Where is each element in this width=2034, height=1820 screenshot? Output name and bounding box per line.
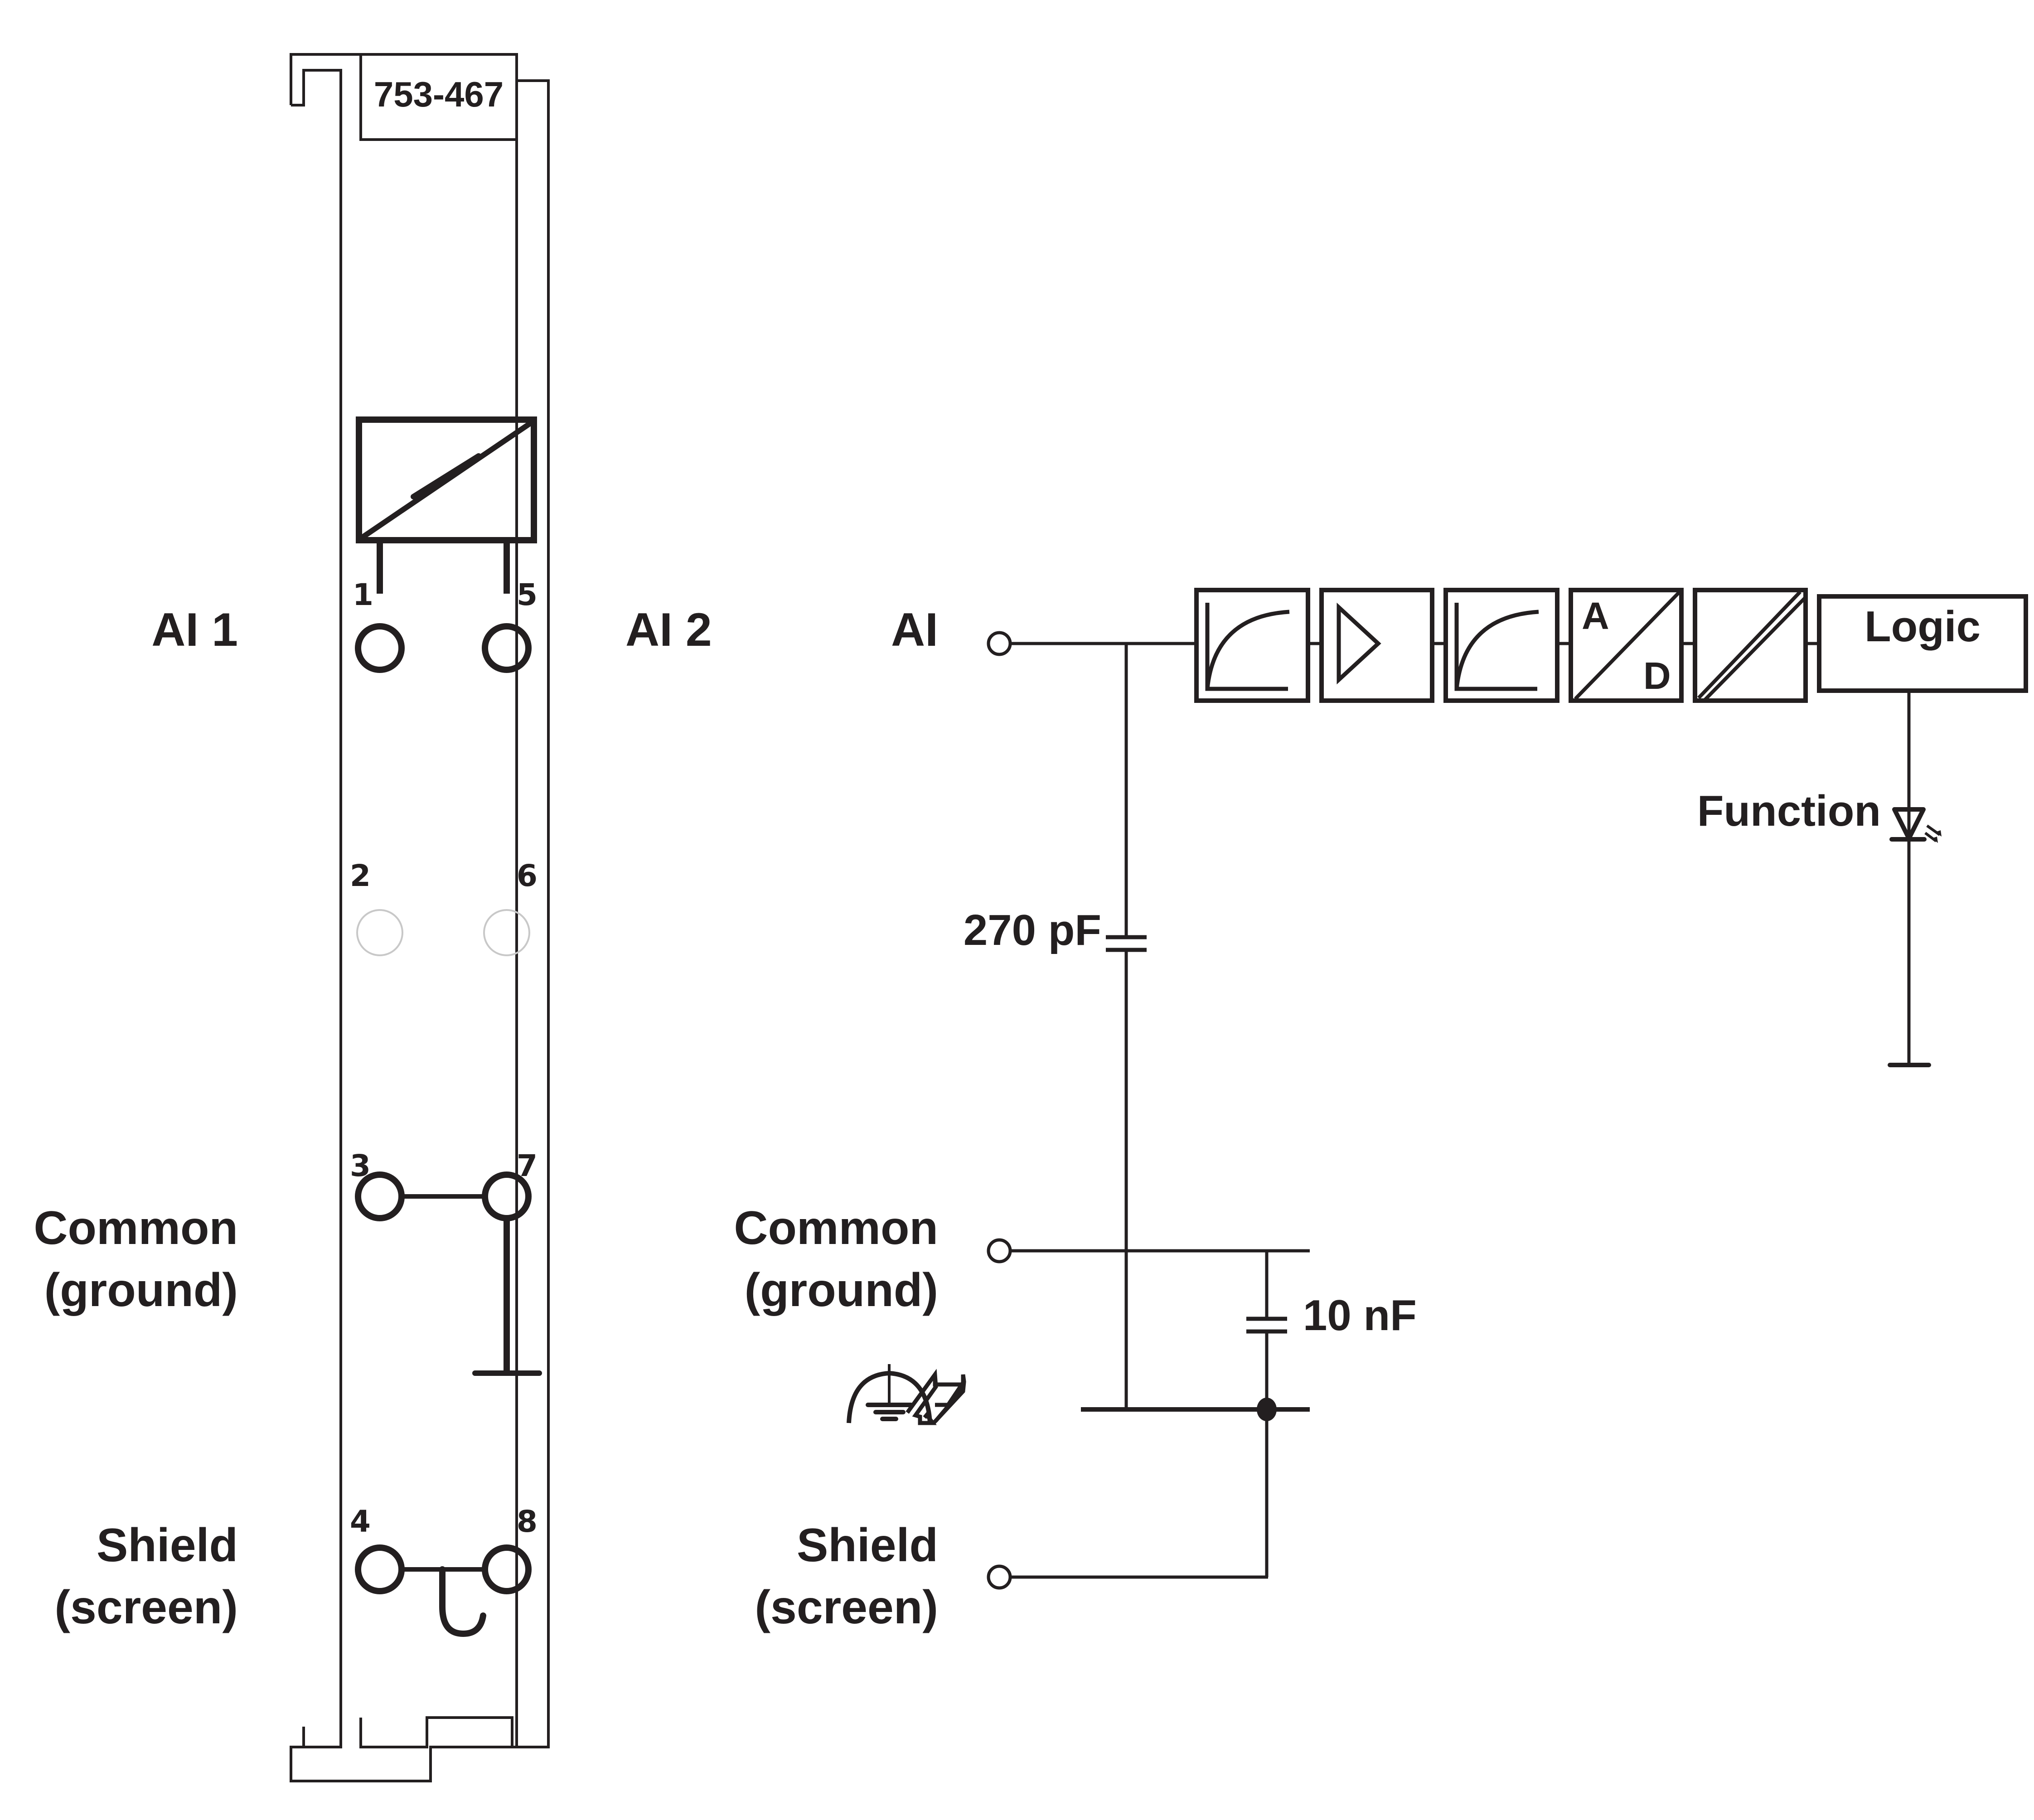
- amplifier-icon: [1319, 588, 1434, 703]
- wire: [1443, 588, 1559, 703]
- wire: [906, 1369, 966, 1425]
- logic-block: Logic: [1817, 594, 2028, 693]
- label-text: Shield: [97, 1519, 238, 1572]
- label-text: 8: [517, 1504, 538, 1539]
- label-text: Common: [34, 1202, 238, 1254]
- wire: [1697, 591, 1802, 699]
- led-icon: [1889, 807, 1942, 843]
- label-text: 3: [350, 1148, 371, 1183]
- label-text: (ground): [44, 1264, 238, 1317]
- capacitor-270pf-icon: [1106, 935, 1147, 952]
- label-text: 2: [350, 858, 371, 893]
- galvanic-isolation-icon: [1693, 588, 1808, 703]
- wire: [359, 419, 535, 541]
- isolation-converter-icon: [356, 416, 537, 594]
- wire: [1205, 610, 1290, 689]
- terminal-8[interactable]: [482, 1544, 532, 1594]
- part-number: 753-467: [374, 74, 504, 114]
- wire: [1194, 588, 1310, 703]
- wire: [1693, 588, 1808, 703]
- wire: [290, 53, 550, 1782]
- wire: [356, 416, 537, 543]
- label-text: 6: [517, 858, 538, 893]
- cap1-label: 270 pF: [964, 906, 1101, 954]
- label-text: D: [1643, 654, 1671, 697]
- part-number-plate: [359, 53, 518, 141]
- shield-node[interactable]: [987, 1564, 1012, 1590]
- terminal-2[interactable]: [356, 909, 403, 956]
- label-text: (screen): [54, 1581, 238, 1634]
- label-text: (screen): [755, 1581, 938, 1634]
- module-housing: 753-467: [290, 53, 550, 1782]
- terminal-4[interactable]: [355, 1544, 405, 1594]
- wire: [1574, 591, 1681, 700]
- wire: [1817, 594, 2028, 693]
- label-text: 4: [350, 1504, 371, 1539]
- label-ai1: AI 1: [151, 604, 238, 656]
- signal-chain: A D Logic: [1194, 588, 2028, 703]
- label-ai2: AI 2: [625, 604, 712, 656]
- low-pass-filter-2-icon: [1443, 588, 1559, 703]
- terminal-5[interactable]: [482, 623, 532, 673]
- terminal-block: 1 5 2 6 3 7 4 8: [350, 577, 542, 1637]
- label-text: Shield: [797, 1519, 938, 1572]
- schematic-ai-label: AI: [891, 604, 938, 656]
- junction-dot: [1257, 1398, 1277, 1421]
- ai-input-node[interactable]: [987, 631, 1012, 656]
- shield-hook-icon: [439, 1566, 486, 1637]
- protective-earth-icon: [847, 1364, 932, 1423]
- label-text: Common: [734, 1202, 938, 1254]
- wire: [1704, 597, 1806, 701]
- wire: [1932, 830, 1942, 843]
- din-rail-icon: [906, 1369, 966, 1425]
- wire: [1569, 588, 1684, 703]
- schematic: AI Common (ground) Shield (screen) 270 p…: [734, 588, 2028, 1634]
- label-text: (ground): [745, 1264, 938, 1317]
- label-text: 1: [353, 577, 373, 612]
- logic-label: Logic: [1864, 602, 1981, 651]
- common-node[interactable]: [987, 1238, 1012, 1263]
- capacitor-10nf-icon: [1246, 1317, 1287, 1334]
- terminal-6[interactable]: [483, 909, 530, 956]
- wire: [1337, 602, 1381, 685]
- wire: [411, 453, 481, 499]
- wire: [1319, 588, 1434, 703]
- cap2-label: 10 nF: [1303, 1291, 1417, 1340]
- led-function-label: Function: [1697, 787, 1881, 835]
- module-labels: AI 1 AI 2 Common (ground) Shield (screen…: [34, 604, 712, 1634]
- label-text: 5: [517, 577, 538, 612]
- label-text: 7: [517, 1148, 538, 1183]
- low-pass-filter-icon: [1194, 588, 1310, 703]
- wire: [1454, 610, 1539, 689]
- wire: [302, 1716, 513, 1748]
- label-text: A: [1582, 595, 1609, 637]
- wire: [1892, 807, 1926, 841]
- ad-converter-icon: A D: [1569, 588, 1684, 703]
- terminal-1[interactable]: [355, 623, 405, 673]
